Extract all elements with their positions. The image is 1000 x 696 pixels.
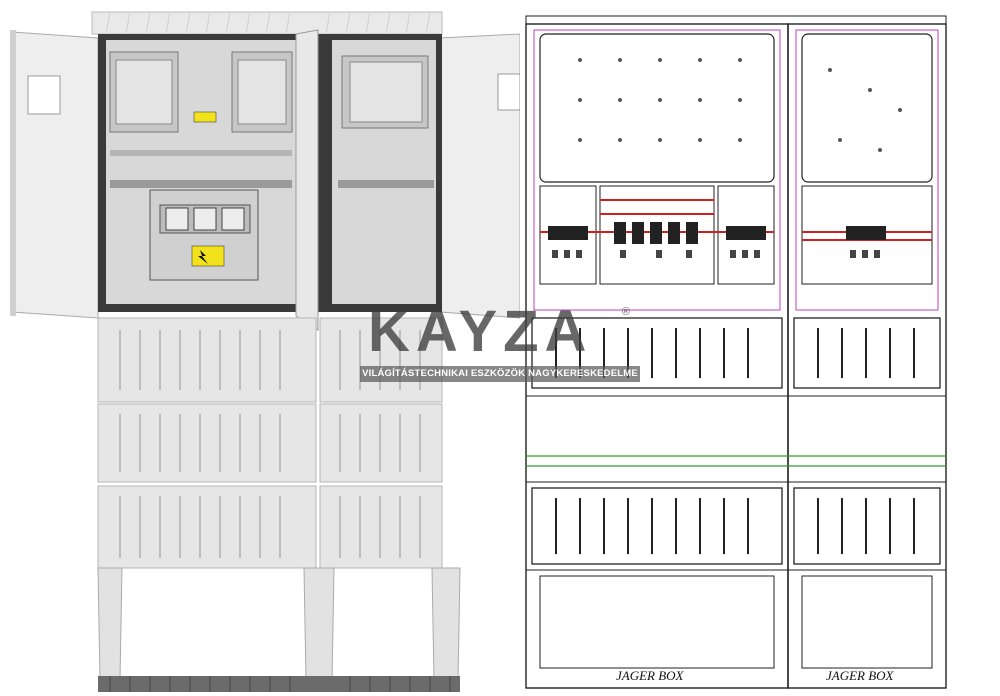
cabinet-photo — [10, 11, 520, 692]
drawing-label-right: JAGER BOX — [826, 668, 895, 683]
technical-drawing: JAGER BOX JAGER BOX — [525, 15, 947, 689]
drawing-label-left: JAGER BOX — [616, 668, 685, 683]
